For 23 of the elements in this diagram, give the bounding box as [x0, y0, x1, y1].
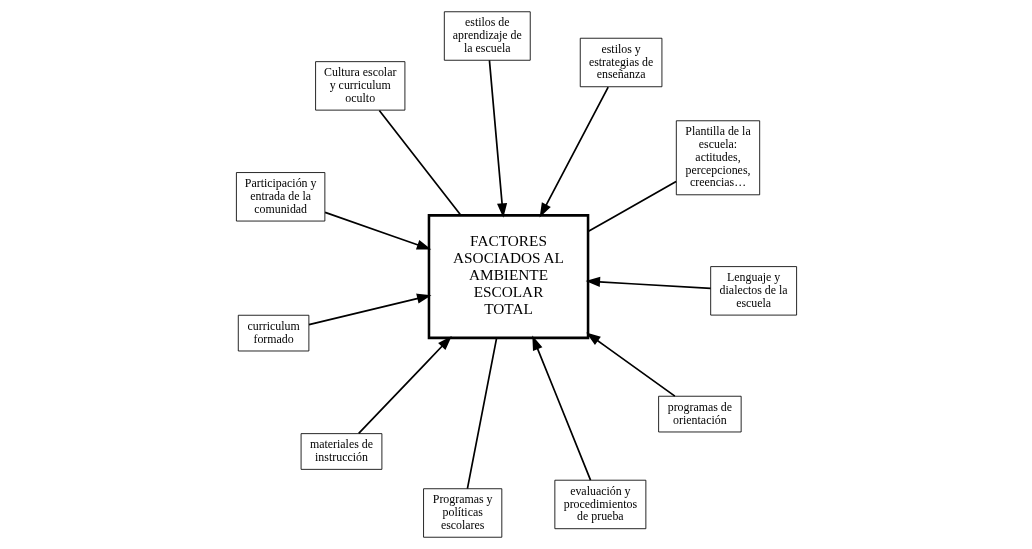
arrow — [307, 293, 431, 326]
arrow — [323, 211, 431, 250]
node-box: Plantilla de la escuela: actitudes, percepciones, creencias… — [675, 120, 760, 196]
connector — [586, 180, 677, 233]
node-box: evaluación y procedimientos de prueba — [553, 479, 646, 530]
node-box: materiales de instrucción — [300, 433, 382, 470]
arrow — [585, 276, 711, 290]
node-box: programas de orientación — [657, 395, 742, 433]
node-box: Programas y políticas escolares — [422, 488, 502, 538]
node-box: Cultura escolar y curriculum oculto — [314, 61, 405, 111]
arrow — [585, 332, 676, 397]
node-box: estilos de aprendizaje de la escuela — [443, 11, 531, 61]
connector — [466, 337, 497, 490]
arrow — [488, 59, 507, 218]
connector — [378, 109, 462, 217]
arrow — [539, 86, 609, 218]
node-box: Lenguaje y dialectos de la escuela — [709, 266, 797, 316]
node-box: FACTORES ASOCIADOS AL AMBIENTE ESCOLAR TOTAL — [427, 214, 589, 340]
node-box: curriculum formado — [237, 314, 309, 352]
node-box: Participación y entrada de la comunidad — [235, 172, 325, 222]
node-box: estilos y estrategias de enseñanza — [579, 37, 662, 88]
arrow — [531, 335, 591, 481]
arrow — [357, 336, 452, 435]
